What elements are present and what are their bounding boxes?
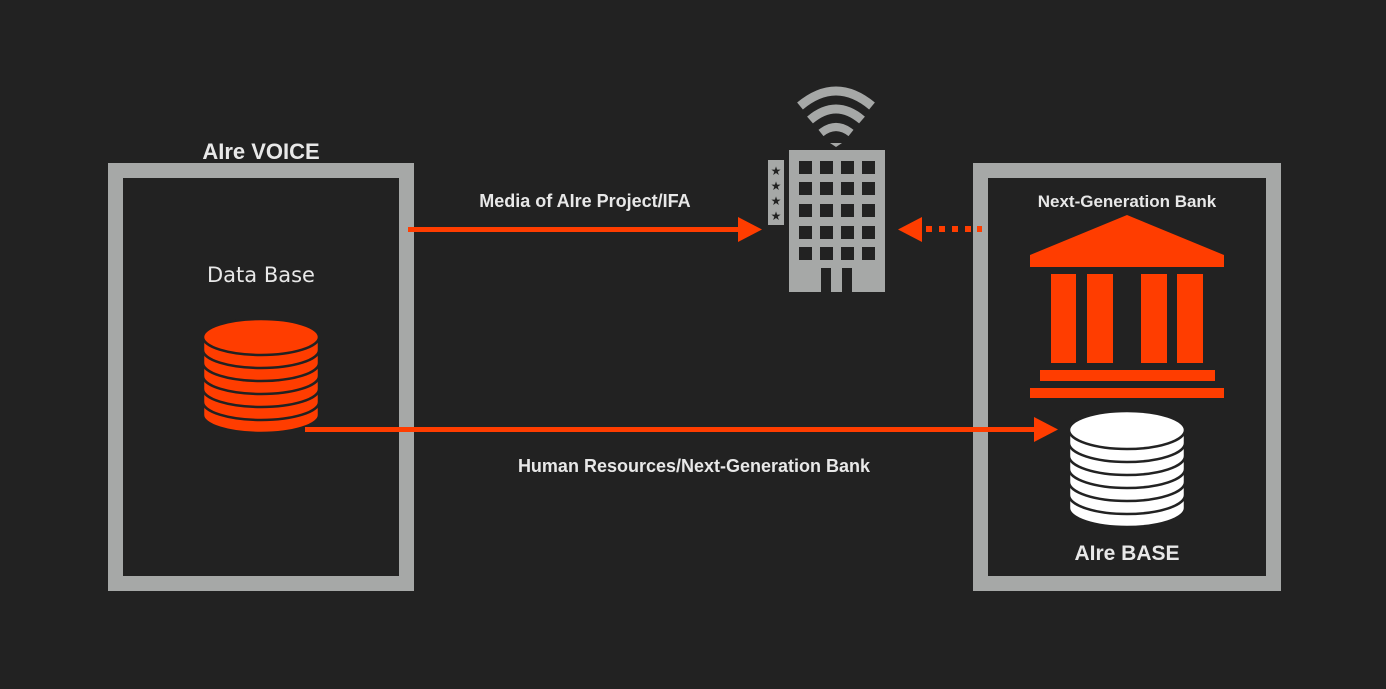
window xyxy=(841,247,854,260)
human-resources-arrow xyxy=(305,417,1058,442)
building-icon: ★★★★ xyxy=(768,86,885,292)
window xyxy=(841,226,854,239)
window xyxy=(799,226,812,239)
window xyxy=(862,226,875,239)
data-base-label: Data Base xyxy=(207,263,315,287)
database-icon xyxy=(201,317,321,435)
database-top xyxy=(201,317,321,357)
window xyxy=(820,204,833,217)
window xyxy=(820,226,833,239)
aire-base-label: AIre BASE xyxy=(1074,542,1179,565)
window xyxy=(841,204,854,217)
media-arrow-label: Media of AIre Project/IFA xyxy=(479,191,690,211)
window xyxy=(862,161,875,174)
next-generation-bank-title: Next-Generation Bank xyxy=(1038,192,1217,211)
window xyxy=(820,247,833,260)
window xyxy=(799,247,812,260)
human-resources-arrow-label: Human Resources/Next-Generation Bank xyxy=(518,456,871,476)
svg-text:★: ★ xyxy=(771,164,782,178)
window xyxy=(841,182,854,195)
window xyxy=(820,182,833,195)
aire-voice-title: AIre VOICE xyxy=(202,139,319,164)
window xyxy=(862,182,875,195)
svg-text:★: ★ xyxy=(771,194,782,208)
wifi-icon xyxy=(797,86,875,137)
stars-panel xyxy=(768,160,784,225)
window xyxy=(841,161,854,174)
media-arrow xyxy=(408,217,762,242)
window xyxy=(820,161,833,174)
next-generation-bank-frame xyxy=(973,163,1281,591)
dotted-arrow xyxy=(898,217,982,242)
bank-icon xyxy=(1030,215,1224,398)
window xyxy=(862,247,875,260)
database-top xyxy=(1067,409,1187,451)
svg-text:★: ★ xyxy=(771,209,782,223)
svg-text:★: ★ xyxy=(771,179,782,193)
aire-voice-frame xyxy=(108,163,414,591)
window xyxy=(862,204,875,217)
star-icons: ★★★★ xyxy=(771,164,782,223)
window xyxy=(799,182,812,195)
aire-base-database-icon xyxy=(1067,409,1187,529)
window xyxy=(799,204,812,217)
window xyxy=(799,161,812,174)
